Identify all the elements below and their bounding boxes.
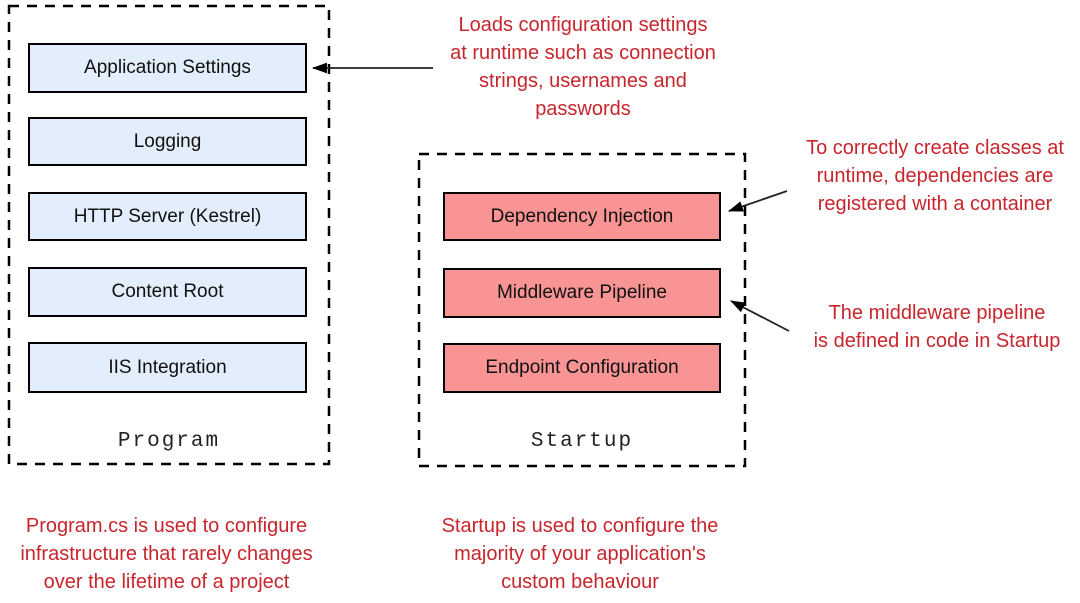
box-iis-integration: IIS Integration xyxy=(28,342,307,393)
annotation-dependency-injection: To correctly create classes at runtime, … xyxy=(806,137,1064,215)
note-startup: Startup is used to configure the majorit… xyxy=(441,515,719,593)
note-program: Program.cs is used to configure infrastr… xyxy=(20,515,313,593)
box-endpoint-configuration: Endpoint Configuration xyxy=(443,343,721,393)
annotation-middleware: The middleware pipeline is defined in co… xyxy=(813,302,1061,352)
box-content-root: Content Root xyxy=(28,267,307,317)
box-logging: Logging xyxy=(28,117,307,166)
box-application-settings: Application Settings xyxy=(28,43,307,93)
annotation-app-settings: Loads configuration settings at runtime … xyxy=(450,14,716,120)
arrow-middleware-pipeline xyxy=(730,300,790,332)
box-dependency-injection: Dependency Injection xyxy=(443,192,721,241)
box-http-server-kestrel: HTTP Server (Kestrel) xyxy=(28,192,307,241)
arrow-dependency-injection xyxy=(727,190,788,212)
startup-container-label: Startup xyxy=(530,430,634,453)
program-container-label: Program xyxy=(117,430,221,453)
box-middleware-pipeline: Middleware Pipeline xyxy=(443,268,721,318)
